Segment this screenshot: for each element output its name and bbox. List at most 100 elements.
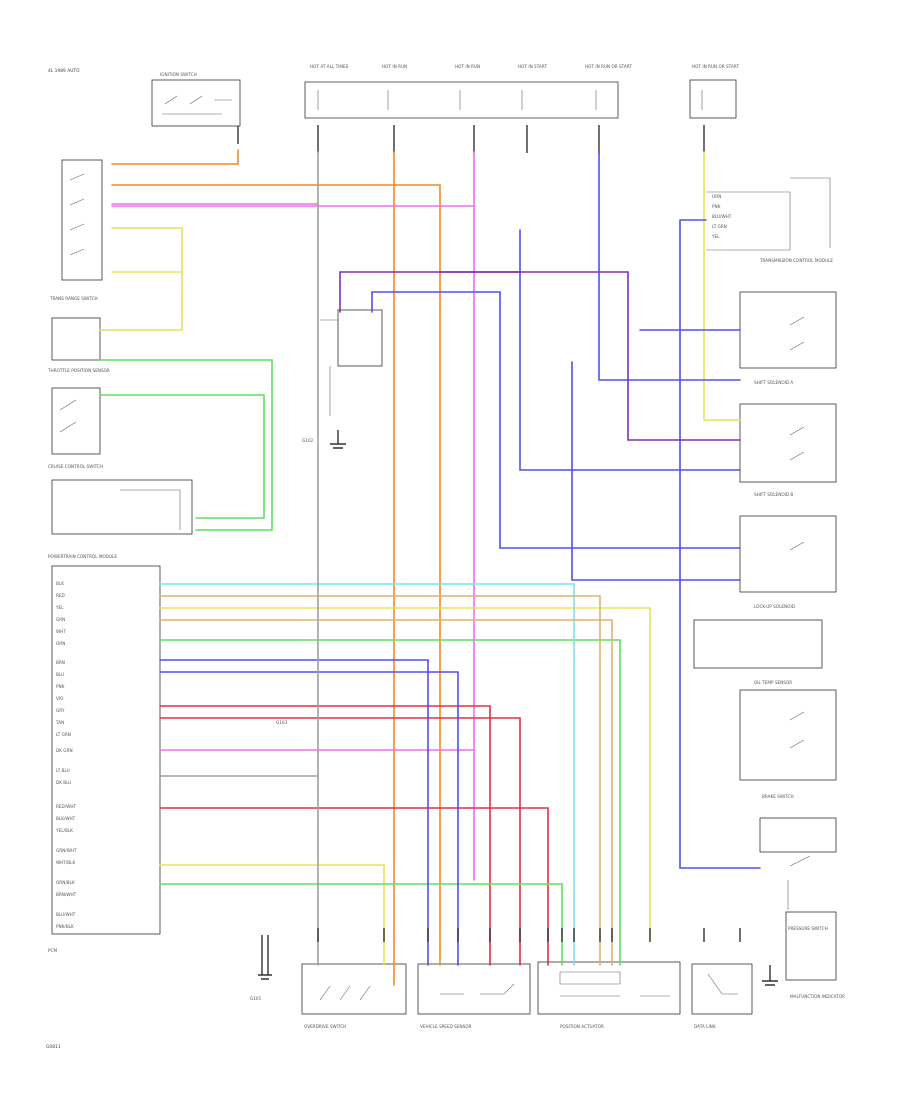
actuator-label: POSITION ACTUATOR (560, 1024, 604, 1029)
wire-lightblue-1 (159, 583, 575, 966)
rc-lbl-1: ORN (712, 194, 721, 199)
wire-yellow-3 (703, 151, 741, 421)
fuse-label-6: HOT IN RUN OR START (692, 64, 739, 69)
pcm-pin-4: GRN (56, 617, 65, 622)
shift-sol-b-label: SHIFT SOLENOID B (754, 492, 793, 497)
shift-sol-a-block: SHIFT SOLENOID A (739, 380, 837, 483)
data-link-label: DATA LINK (694, 1024, 716, 1029)
wire-violet-1 (339, 271, 741, 441)
throttle-position-label: THROTTLE POSITION SENSOR (47, 368, 110, 373)
press-switch-block: PRESSURE SWITCH (762, 911, 837, 986)
wire-blue-1 (598, 151, 741, 381)
cruise-switch-label: CRUISE CONTROL SWITCH (48, 464, 103, 469)
bottom-components: G101 OVERDRIVE SWITCH VEHICLE SPEED SENS… (250, 438, 845, 1029)
pcm-pin-14: DK GRN (56, 748, 73, 753)
fuse-labels: HOT AT ALL TIMES HOT IN RUN HOT IN RUN H… (310, 64, 739, 69)
lockup-sol-label: LOCK-UP SOLENOID (754, 604, 795, 609)
fuse-label-2: HOT IN RUN (382, 64, 407, 69)
pcm-pin-23: BRN/WHT (56, 892, 77, 897)
diagram-code: 4L 1989 AUTO (48, 68, 80, 74)
tcm-block: TRANSMISSION CONTROL MODULE (739, 258, 837, 369)
pcm-pin-13: LT GRN (56, 732, 71, 737)
pcm-pin-2: RED (56, 593, 65, 598)
pcm-pin-7: BRN (56, 660, 65, 665)
wire-tan-1 (159, 595, 601, 966)
overdrive-switch-label: OVERDRIVE SWITCH (304, 1024, 346, 1029)
wire-orange-1 (111, 149, 239, 165)
wire-blue-6 (679, 219, 761, 869)
throttle-position-block: THROTTLE POSITION SENSOR (47, 317, 110, 373)
wire-blue-2 (371, 291, 741, 549)
right-connector: ORN PNK BLU/WHT LT GRN YEL (706, 177, 831, 251)
oil-temp-block: OIL TEMP SENSOR (739, 680, 837, 781)
wire-red-2 (159, 807, 549, 966)
pcm-pin-5: WHT (56, 629, 66, 634)
shift-sol-b-block: SHIFT SOLENOID B (739, 492, 837, 593)
figure-id: G0811 (46, 1044, 61, 1050)
pcm-pin-20: GRN/WHT (56, 848, 77, 853)
pcm-pin-25: PNK/BLK (56, 924, 74, 929)
vss-label: VEHICLE SPEED SENSOR (420, 1024, 472, 1029)
pcm-pin-24: BLU/WHT (56, 912, 76, 917)
fuse-panel: HOT AT ALL TIMES HOT IN RUN HOT IN RUN H… (304, 64, 739, 153)
pcm-pin-1: BLK (56, 581, 64, 586)
brake-switch-label: BRAKE SWITCH (762, 794, 794, 799)
pcm-pin-16: DK BLU (56, 780, 71, 785)
pcm-pin-3: YEL (55, 605, 64, 610)
pcm-pin-labels: BLK RED YEL GRN WHT ORN BRN BLU PNK VIO … (55, 581, 77, 929)
overdrive-switch-box (301, 963, 407, 1015)
oil-temp-label: OIL TEMP SENSOR (754, 680, 792, 685)
actuator-box (537, 961, 681, 1015)
wire-green-3 (159, 639, 621, 966)
wire-tan-2 (159, 619, 613, 966)
wire-green-4 (159, 883, 563, 966)
ground-c-label: G103 (276, 720, 288, 725)
trans-range-switch-label: TRANS RANGE SWITCH (49, 296, 98, 301)
wire-yellow-1 (99, 227, 183, 331)
wires (99, 149, 761, 986)
pcm-pin-11: GRY (56, 708, 65, 713)
wire-orange-3 (111, 184, 441, 966)
wire-gray-1 (159, 151, 319, 966)
press-switch-label: PRESSURE SWITCH (788, 926, 828, 931)
pcm-pin-22: ORN/BLK (56, 880, 75, 885)
fuse-label-3: HOT IN RUN (455, 64, 480, 69)
pcm-pin-21: WHT/BLK (56, 860, 75, 865)
wire-green-1 (99, 359, 273, 531)
wire-green-2 (99, 394, 265, 519)
pcm-pin-12: TAN (55, 720, 64, 725)
pcm-sub-label: PCM (48, 948, 57, 953)
relay-block (320, 309, 383, 449)
bottom-connectors (317, 928, 741, 942)
tcm-label: TRANSMISSION CONTROL MODULE (759, 258, 833, 263)
fuse-label-5: HOT IN RUN OR START (585, 64, 632, 69)
cruise-switch-block: CRUISE CONTROL SWITCH (48, 387, 103, 469)
pcm-pin-9: PNK (56, 684, 65, 689)
ground-b-label: G102 (302, 438, 314, 443)
pcm-pin-10: VIO (56, 696, 64, 701)
small-module-block (51, 479, 193, 535)
wire-yellow-2 (159, 607, 651, 966)
mil-label: MALFUNCTION INDICATOR (790, 994, 845, 999)
ignition-switch-block: IGNITION SWITCH (151, 72, 241, 144)
pcm-pin-6: ORN (56, 641, 65, 646)
data-link-box (691, 963, 753, 1015)
rc-lbl-5: YEL (711, 234, 720, 239)
pcm-pin-19: YEL/BLK (55, 828, 73, 833)
wire-blue-5 (519, 229, 741, 581)
pcm-pin-8: BLU (56, 672, 64, 677)
pcm-pin-18: BLK/WHT (56, 816, 76, 821)
brake-switch-block: BRAKE SWITCH (759, 794, 837, 910)
rc-lbl-4: LT GRN (712, 224, 727, 229)
wire-pink-1 (111, 151, 475, 881)
ground-a-label: G101 (250, 996, 262, 1001)
pcm-pin-15: LT BLU (56, 768, 70, 773)
wire-red-1 (159, 705, 521, 966)
wire-blue-3 (159, 659, 429, 966)
vss-box (417, 963, 531, 1015)
wire-blue-4 (159, 671, 459, 966)
fuse-label-1: HOT AT ALL TIMES (310, 64, 349, 69)
rc-lbl-3: BLU/WHT (712, 214, 732, 219)
pcm-block: POWERTRAIN CONTROL MODULE PCM BLK RED YE… (48, 554, 161, 953)
